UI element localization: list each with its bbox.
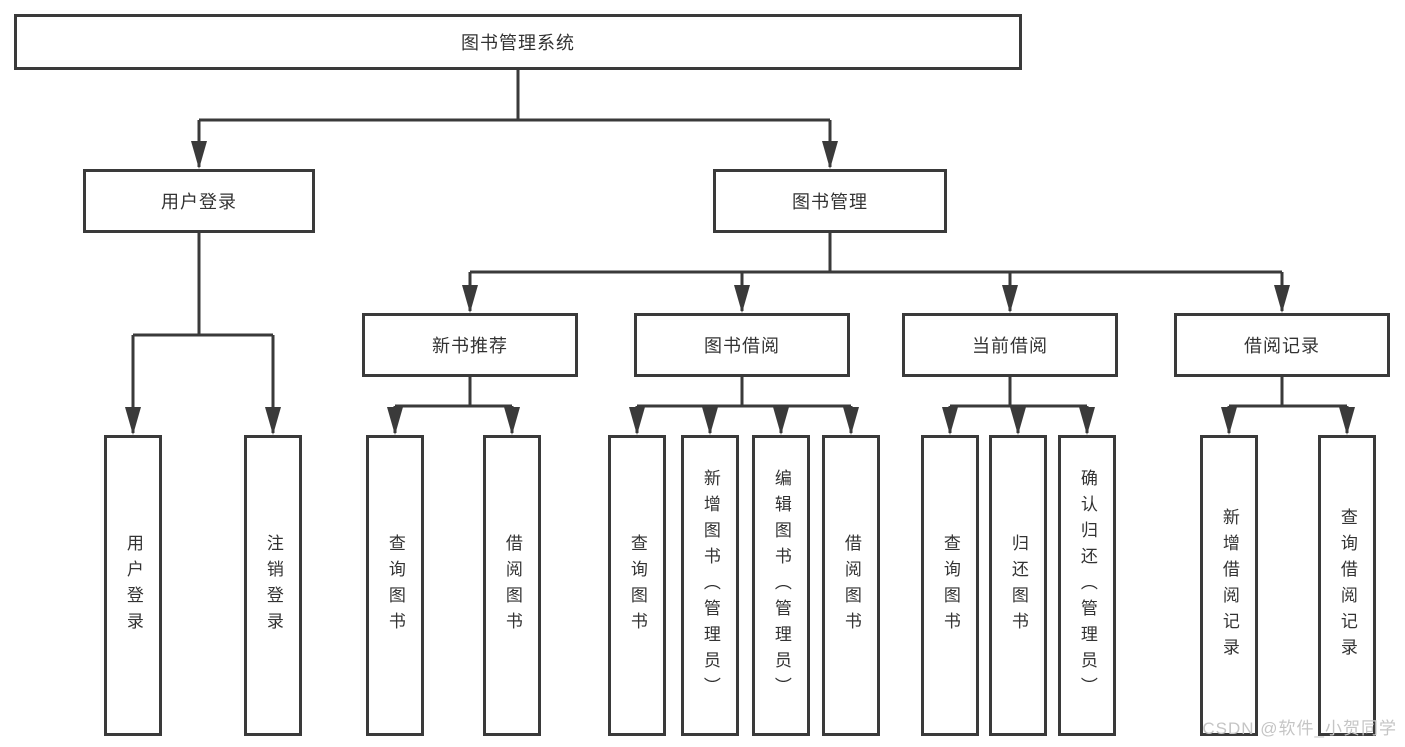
leaf-newbooks-query-books-label: 查询图书 <box>385 533 405 638</box>
node-root-label: 图书管理系统 <box>461 33 575 53</box>
node-current-borrowing-label: 当前借阅 <box>972 336 1048 356</box>
node-borrowing-records-label: 借阅记录 <box>1244 336 1320 356</box>
leaf-records-query-record-label: 查询借阅记录 <box>1337 507 1357 664</box>
node-book-borrowing: 图书借阅 <box>634 313 850 377</box>
leaf-borrowing-edit-books-admin-label: 编辑图书（管理员） <box>771 468 791 703</box>
leaf-user-login-label: 用户登录 <box>123 533 143 638</box>
leaf-borrowing-borrow-books-label: 借阅图书 <box>841 533 861 638</box>
connector-borrowing-records-to-leaves <box>1221 377 1355 435</box>
leaf-records-query-record: 查询借阅记录 <box>1318 435 1376 736</box>
connector-new-book-recommend-to-leaves <box>387 377 520 435</box>
leaf-current-query-books: 查询图书 <box>921 435 979 736</box>
leaf-borrowing-add-books-admin-label: 新增图书（管理员） <box>700 468 720 703</box>
connector-book-management-to-level3 <box>462 233 1290 313</box>
node-user-login: 用户登录 <box>83 169 315 233</box>
node-book-management: 图书管理 <box>713 169 947 233</box>
connector-current-borrowing-to-leaves <box>942 377 1095 435</box>
node-borrowing-records: 借阅记录 <box>1174 313 1390 377</box>
leaf-newbooks-borrow-books: 借阅图书 <box>483 435 541 736</box>
leaf-logout: 注销登录 <box>244 435 302 736</box>
leaf-current-confirm-return-admin: 确认归还（管理员） <box>1058 435 1116 736</box>
connector-root-to-level2 <box>191 68 838 169</box>
node-book-management-label: 图书管理 <box>792 192 868 212</box>
leaf-current-return-books: 归还图书 <box>989 435 1047 736</box>
leaf-newbooks-borrow-books-label: 借阅图书 <box>502 533 522 638</box>
node-root: 图书管理系统 <box>14 14 1022 70</box>
leaf-current-return-books-label: 归还图书 <box>1008 533 1028 638</box>
node-book-borrowing-label: 图书借阅 <box>704 336 780 356</box>
csdn-watermark: CSDN @软件_小贺同学 <box>1202 719 1397 738</box>
leaf-user-login: 用户登录 <box>104 435 162 736</box>
leaf-borrowing-add-books-admin: 新增图书（管理员） <box>681 435 739 736</box>
leaf-logout-label: 注销登录 <box>263 533 283 638</box>
leaf-newbooks-query-books: 查询图书 <box>366 435 424 736</box>
leaf-current-confirm-return-admin-label: 确认归还（管理员） <box>1077 468 1097 703</box>
node-current-borrowing: 当前借阅 <box>902 313 1118 377</box>
leaf-borrowing-query-books-label: 查询图书 <box>627 533 647 638</box>
connector-user-login-to-leaves <box>125 233 281 435</box>
leaf-borrowing-edit-books-admin: 编辑图书（管理员） <box>752 435 810 736</box>
node-new-book-recommend-label: 新书推荐 <box>432 336 508 356</box>
leaf-current-query-books-label: 查询图书 <box>940 533 960 638</box>
leaf-borrowing-query-books: 查询图书 <box>608 435 666 736</box>
connector-book-borrowing-to-leaves <box>629 377 859 435</box>
leaf-records-add-record: 新增借阅记录 <box>1200 435 1258 736</box>
leaf-borrowing-borrow-books: 借阅图书 <box>822 435 880 736</box>
leaf-records-add-record-label: 新增借阅记录 <box>1219 507 1239 664</box>
node-new-book-recommend: 新书推荐 <box>362 313 578 377</box>
node-user-login-label: 用户登录 <box>161 192 237 212</box>
